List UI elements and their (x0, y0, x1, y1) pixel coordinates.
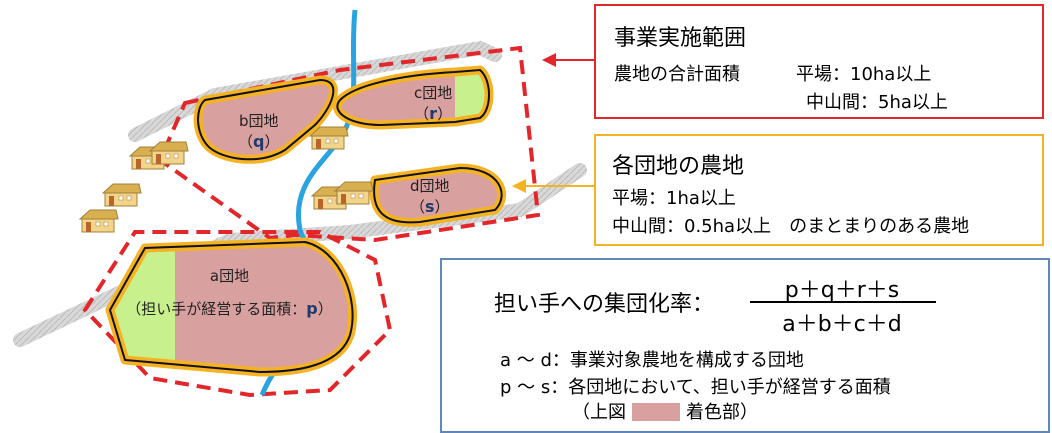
farmland-plain: 平場：1ha以上 (612, 188, 736, 209)
house-icon (334, 181, 374, 205)
plot-c-unmanaged (455, 70, 489, 122)
scope-mountain: 中山間：5ha以上 (806, 92, 948, 113)
plot-a-label: a団地 （担い手が経営する面積：p） (112, 265, 347, 319)
plot-a-note: （担い手が経営する面積： (126, 300, 307, 318)
plot-b-label: b団地 （q） (238, 112, 280, 151)
plot-d-name: d団地 (410, 177, 450, 195)
plot-b-symbol: q (253, 132, 265, 151)
plot-c-name: c団地 (414, 84, 453, 102)
definition-a-d: a ～ d：事業対象農地を構成する団地 (500, 350, 804, 371)
plot-c-symbol: r (429, 104, 438, 123)
plot-d-label: d団地 （s） (410, 177, 450, 216)
definition-p-s: p ～ s：各団地において、担い手が経営する面積 (500, 377, 891, 398)
plot-b-name: b団地 (238, 112, 279, 130)
plot-a-name: a団地 (209, 267, 250, 285)
plot-a (175, 242, 353, 372)
farmland-mountain: 中山間：0.5ha以上 のまとまりのある農地 (612, 216, 970, 237)
plot-c-label: c団地 （r） (414, 84, 453, 123)
managed-area-swatch (632, 403, 680, 421)
scope-plain: 平場：10ha以上 (796, 64, 932, 85)
project-scope-box: 事業実施範囲 農地の合計面積 平場：10ha以上 中山間：5ha以上 (594, 4, 1044, 119)
plot-a-scope-outline (82, 230, 393, 398)
rate-label: 担い手への集団化率： (494, 292, 715, 317)
plot-farmland-box: 各団地の農地 平場：1ha以上 中山間：0.5ha以上 のまとまりのある農地 (594, 134, 1044, 246)
house-icon (102, 183, 142, 207)
plot-c (337, 72, 455, 125)
plot-d-symbol: s (425, 197, 435, 216)
farmland-title: 各団地の農地 (612, 154, 745, 179)
legend-line: （上図 着色部） (572, 398, 758, 424)
house-icon (79, 209, 119, 233)
legend-suffix: 着色部） (686, 402, 758, 423)
rate-numerator: p＋q＋r＋s (784, 278, 900, 303)
legend-prefix: （上図 (572, 402, 626, 423)
house-icon (149, 141, 189, 165)
scope-title: 事業実施範囲 (614, 26, 747, 51)
house-icon (309, 126, 349, 150)
scope-arrow-head (542, 53, 556, 67)
fraction-bar (750, 301, 936, 303)
project-scope-outline (157, 45, 541, 243)
scope-area-label: 農地の合計面積 (614, 64, 740, 85)
farmland-arrow-head (512, 179, 526, 193)
rate-denominator: a＋b＋c＋d (782, 312, 902, 337)
plot-a-close: ） (317, 300, 333, 318)
road-upper (128, 40, 502, 142)
consolidation-rate-box: 担い手への集団化率： p＋q＋r＋s a＋b＋c＋d a ～ d：事業対象農地を… (440, 258, 1050, 433)
plot-a-symbol: p (306, 299, 318, 318)
plot-a-unmanaged (110, 245, 175, 368)
